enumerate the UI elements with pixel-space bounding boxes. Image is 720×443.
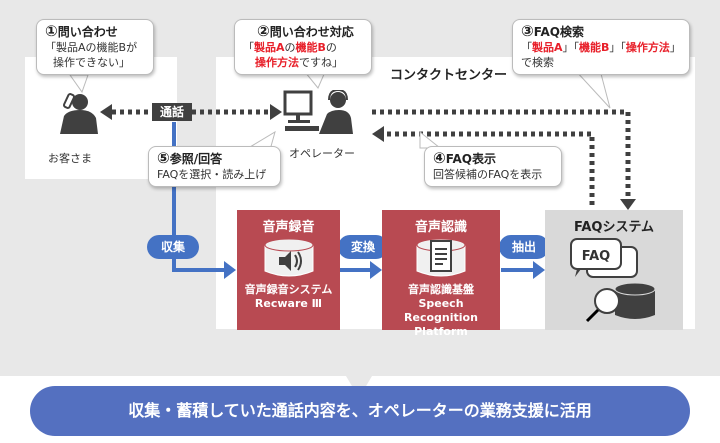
arrow-to-operator-faq <box>372 126 384 142</box>
convert-tag: 変換 <box>338 235 388 259</box>
recording-system-name: 音声録音システム <box>244 283 333 296</box>
step-number: ⑤ <box>157 149 170 167</box>
arrow-to-operator <box>270 104 282 120</box>
recording-title: 音声録音 <box>262 220 315 235</box>
callout-text: 「製品Aの機能Bが <box>45 41 138 54</box>
contact-center-label: コンタクトセンター <box>390 68 508 83</box>
callout-inquiry: ①問い合わせ 「製品Aの機能Bが 操作できない」 <box>36 19 154 75</box>
callout-title: 問い合わせ対応 <box>269 25 354 39</box>
operator-label: オペレーター <box>289 147 355 160</box>
faq-system-title: FAQシステム <box>573 220 655 235</box>
callout-response: ②問い合わせ対応 「製品Aの機能Bの 操作方法ですね」 <box>234 19 372 75</box>
callout-title: 参照/回答 <box>169 152 223 166</box>
callout-text: 「製品Aの機能Bの <box>243 41 337 54</box>
document-db-icon <box>416 238 466 277</box>
step-number: ② <box>257 22 270 40</box>
recognition-title: 音声認識 <box>414 220 467 235</box>
step-number: ③ <box>521 22 534 40</box>
arrow-to-faq-system <box>533 261 545 279</box>
step-number: ① <box>45 22 58 40</box>
callout-text: で検索 <box>521 56 554 69</box>
recording-product-name: Recware Ⅲ <box>254 297 323 310</box>
faq-search-line <box>372 109 631 205</box>
callout-text: FAQを選択・読み上げ <box>157 168 267 181</box>
callout-text: 操作できない」 <box>53 56 130 69</box>
callout-text: 「製品A」「機能B」「操作方法」 <box>521 41 681 54</box>
recognition-system-box: 音声認識 音声認識基盤 Speech Recognition Platform <box>382 210 500 338</box>
recognition-product-name-2: Platform <box>414 325 468 338</box>
faq-display-line <box>385 131 595 205</box>
arrow-to-customer <box>100 104 112 120</box>
recording-system-box: 音声録音 音声録音システム Recware Ⅲ <box>237 210 340 330</box>
customer-phone-icon <box>60 93 98 134</box>
extract-tag: 抽出 <box>499 235 549 259</box>
operator-icon <box>283 90 353 134</box>
callout-title: FAQ表示 <box>445 152 497 166</box>
connector-lines <box>69 69 636 279</box>
callout-faq-display: ④FAQ表示 回答候補のFAQを表示 <box>424 146 562 187</box>
callout-text: 回答候補のFAQを表示 <box>433 168 543 181</box>
recognition-product-name: Speech Recognition <box>404 297 478 324</box>
step-number: ④ <box>433 149 446 167</box>
arrow-to-recognition <box>370 261 382 279</box>
callout-reference-answer: ⑤参照/回答 FAQを選択・読み上げ <box>148 146 281 187</box>
arrow-to-faq <box>620 199 636 210</box>
arrow-to-recording <box>224 261 236 279</box>
summary-banner: 収集・蓄積していた通話内容を、オペレーターの業務支援に活用 <box>30 386 690 436</box>
faq-search-db-icon: FAQ <box>570 238 656 323</box>
callout-title: FAQ検索 <box>533 25 585 39</box>
faq-bubble-text: FAQ <box>582 249 611 264</box>
callout-title: 問い合わせ <box>57 25 118 39</box>
speaker-db-icon <box>264 238 313 277</box>
recognition-system-name: 音声認識基盤 <box>408 283 474 296</box>
collect-tag: 収集 <box>147 235 199 259</box>
call-tag: 通話 <box>152 103 192 121</box>
customer-label: お客さま <box>48 152 92 165</box>
callout-text: 操作方法ですね」 <box>255 56 343 69</box>
callout-faq-search: ③FAQ検索 「製品A」「機能B」「操作方法」 で検索 <box>512 19 690 75</box>
faq-system-box: FAQシステム FAQ <box>545 210 683 330</box>
